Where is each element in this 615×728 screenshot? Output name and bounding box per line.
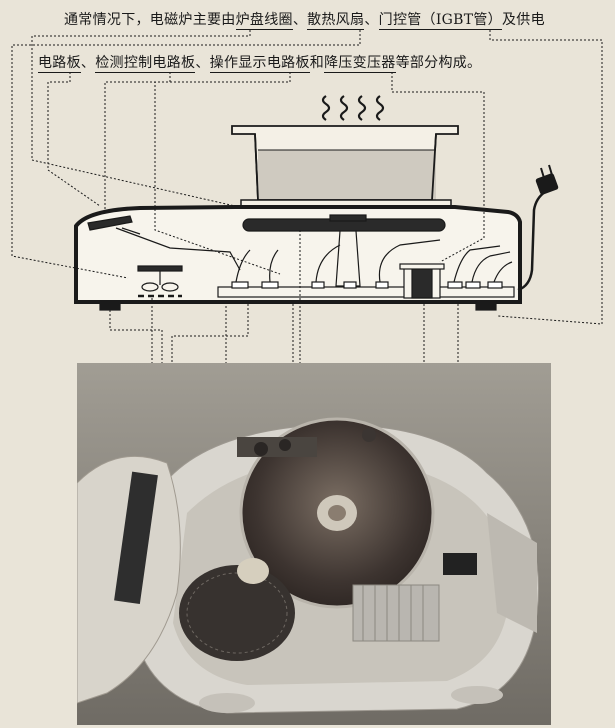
caption-mid: 及供电 <box>501 12 545 28</box>
caption-prefix: 通常情况下，电磁炉主要由 <box>64 12 236 28</box>
power-cord <box>517 164 559 292</box>
photo-disassembled-cooker <box>77 363 551 725</box>
caption-line-1: 通常情况下，电磁炉主要由炉盘线圈、散热风扇、门控管（IGBT管）及供电 <box>64 10 615 30</box>
caption-sep: 、 <box>195 55 210 71</box>
label-detect-board: 检测控制电路板 <box>95 55 196 73</box>
label-power-board: 电路板 <box>38 55 81 73</box>
display-board <box>87 215 241 271</box>
caption-sep: 、 <box>292 12 308 28</box>
caption-sep: 、 <box>80 55 96 71</box>
main-circuit-board <box>217 239 515 298</box>
caption-line-2: 电路板、检测控制电路板、操作显示电路板和降压变压器等部分构成。 <box>38 53 598 73</box>
label-coil: 炉盘线圈 <box>235 12 293 30</box>
label-transformer: 降压变压器 <box>324 55 396 73</box>
caption-and: 和 <box>309 55 325 71</box>
caption-sep: 、 <box>364 12 379 28</box>
steam-icon <box>321 95 385 121</box>
transformer <box>399 263 445 299</box>
label-igbt: 门控管（IGBT管） <box>378 12 502 30</box>
fan-icon <box>137 265 183 298</box>
label-display-board: 操作显示电路板 <box>209 55 310 73</box>
caption-suffix: 等部分构成。 <box>395 55 482 71</box>
pot <box>231 125 459 208</box>
label-fan: 散热风扇 <box>307 12 365 30</box>
photo-illustration <box>77 363 551 725</box>
